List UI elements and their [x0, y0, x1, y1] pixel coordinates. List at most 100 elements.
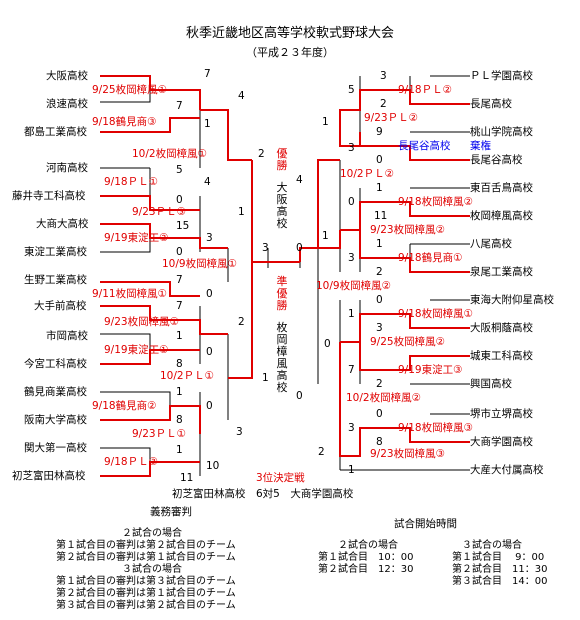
game-right-8: 9/18枚岡樟風① — [398, 308, 473, 320]
score: 3 — [376, 322, 383, 334]
forfeit-badge: 棄権 — [470, 140, 491, 152]
game-left-14: 9/18ＰＬ③ — [104, 456, 158, 468]
score: 0 — [176, 194, 183, 206]
game-right-13: 9/23枚岡樟風③ — [370, 448, 445, 460]
game-right-4: 9/18枚岡樟風② — [398, 196, 473, 208]
team-left-8: 生野工業高校 — [24, 274, 87, 286]
score: 0 — [376, 294, 383, 306]
game-right-10: 9/19東淀工③ — [398, 364, 463, 376]
team-right-5: 長尾谷高校 — [470, 154, 523, 166]
score: 1 — [348, 464, 355, 476]
game-left-4: 9/18ＰＬ① — [104, 176, 158, 188]
score: 7 — [176, 300, 183, 312]
game-left-12: 9/18鶴見商② — [92, 400, 157, 412]
score: 1 — [204, 118, 211, 130]
team-left-11: 今宮工科高校 — [24, 358, 87, 370]
score: 3 — [206, 232, 213, 244]
third-place-label: 3位決定戦 — [256, 472, 305, 484]
score: 1 — [348, 308, 355, 320]
score: 4 — [238, 90, 245, 102]
score: 11 — [180, 472, 194, 484]
game-right-5: 9/23枚岡樟風② — [370, 224, 445, 236]
game-left-8: 9/11枚岡樟風① — [92, 288, 167, 300]
score: 0 — [206, 400, 213, 412]
schedule-two: 第２試合目 12：30 — [318, 564, 414, 575]
score: 4 — [204, 176, 211, 188]
team-right-6: 東百舌鳥高校 — [470, 182, 533, 194]
page-subtitle: （平成２３年度） — [246, 46, 334, 59]
score: 7 — [176, 100, 183, 112]
umpire-line: 第１試合目の審判は第２試合目のチーム — [56, 540, 236, 551]
team-right-14: 堺市立堺高校 — [470, 408, 533, 420]
umpire-line: 第２試合目の審判は第１試合目のチーム — [56, 552, 236, 563]
score: 2 — [238, 316, 245, 328]
team-right-1: ＰＬ学園高校 — [470, 70, 533, 82]
team-left-15: 初芝富田林高校 — [12, 470, 86, 482]
score: 7 — [204, 68, 211, 80]
schedule-three: ３試合の場合 — [462, 540, 522, 551]
score: 0 — [348, 196, 355, 208]
score: 1 — [376, 182, 383, 194]
game-right-2: 9/23ＰＬ② — [364, 112, 418, 124]
team-right-10: 東海大附仰星高校 — [470, 294, 554, 306]
score: 15 — [176, 220, 190, 232]
score: 9 — [376, 126, 383, 138]
team-right-11: 大阪桐蔭高校 — [470, 322, 533, 334]
game-right-1: 9/18ＰＬ② — [398, 84, 452, 96]
third-place-result: 初芝富田林高校 6対5 大商学園高校 — [172, 488, 354, 500]
score: 5 — [176, 164, 183, 176]
score: 4 — [296, 174, 303, 186]
score: 2 — [318, 446, 325, 458]
score: 0 — [176, 246, 183, 258]
team-left-7: 東淀工業高校 — [24, 246, 87, 258]
game-right-12: 9/18枚岡樟風③ — [398, 422, 473, 434]
game-right-7: 10/9枚岡樟風② — [316, 280, 391, 292]
runner-name: 枚岡樟風高校 — [276, 321, 288, 394]
score: 7 — [348, 364, 355, 376]
team-left-14: 関大第一高校 — [24, 442, 87, 454]
umpire-line: ２試合の場合 — [122, 528, 182, 539]
team-right-9: 泉尾工業高校 — [470, 266, 533, 278]
schedule-two: ２試合の場合 — [338, 540, 398, 551]
score: 0 — [206, 288, 213, 300]
runner-label: 準優勝 — [276, 275, 288, 312]
score: 3 — [380, 70, 387, 82]
score: 3 — [348, 142, 355, 154]
score: 1 — [322, 230, 329, 242]
team-left-9: 大手前高校 — [34, 300, 87, 312]
score: 5 — [348, 84, 355, 96]
schedule-three: 第２試合目 11：30 — [452, 564, 548, 575]
schedule-three: 第１試合目 9：00 — [452, 552, 545, 563]
schedule-three: 第３試合目 14：00 — [452, 576, 548, 587]
score: 2 — [380, 98, 387, 110]
winner-label: 優勝 — [276, 147, 288, 172]
score: 8 — [176, 414, 183, 426]
team-right-16: 大産大付属高校 — [470, 464, 544, 476]
score: 1 — [238, 206, 245, 218]
umpire-line: 第２試合目の審判は第１試合目のチーム — [56, 588, 236, 599]
score: 11 — [374, 210, 388, 222]
score: 0 — [324, 338, 331, 350]
score: 1 — [376, 238, 383, 250]
game-left-9: 9/23枚岡樟風① — [104, 316, 179, 328]
final-score-left: 3 — [262, 242, 269, 254]
team-right-13: 興国高校 — [470, 378, 512, 390]
score: 1 — [262, 372, 269, 384]
team-left-5: 藤井寺工科高校 — [12, 190, 86, 202]
game-left-1: 9/25枚岡樟風① — [92, 84, 167, 96]
game-left-5: 9/23ＰＬ③ — [132, 206, 186, 218]
team-left-4: 河南高校 — [46, 162, 88, 174]
game-right-6: 9/18鶴見商① — [398, 252, 463, 264]
score: 0 — [296, 390, 303, 402]
team-right-3: 桃山学院高校 — [470, 126, 533, 138]
score: 0 — [376, 154, 383, 166]
umpire-title: 義務審判 — [150, 506, 192, 518]
score: 1 — [176, 444, 183, 456]
score: 10 — [206, 460, 220, 472]
team-left-13: 阪南大学高校 — [24, 414, 87, 426]
team-right-7: 枚岡樟風高校 — [470, 210, 533, 222]
final-score-right: 0 — [296, 242, 303, 254]
page-title: 秋季近畿地区高等学校軟式野球大会 — [185, 26, 394, 41]
game-right-3: 10/2ＰＬ② — [340, 168, 394, 180]
